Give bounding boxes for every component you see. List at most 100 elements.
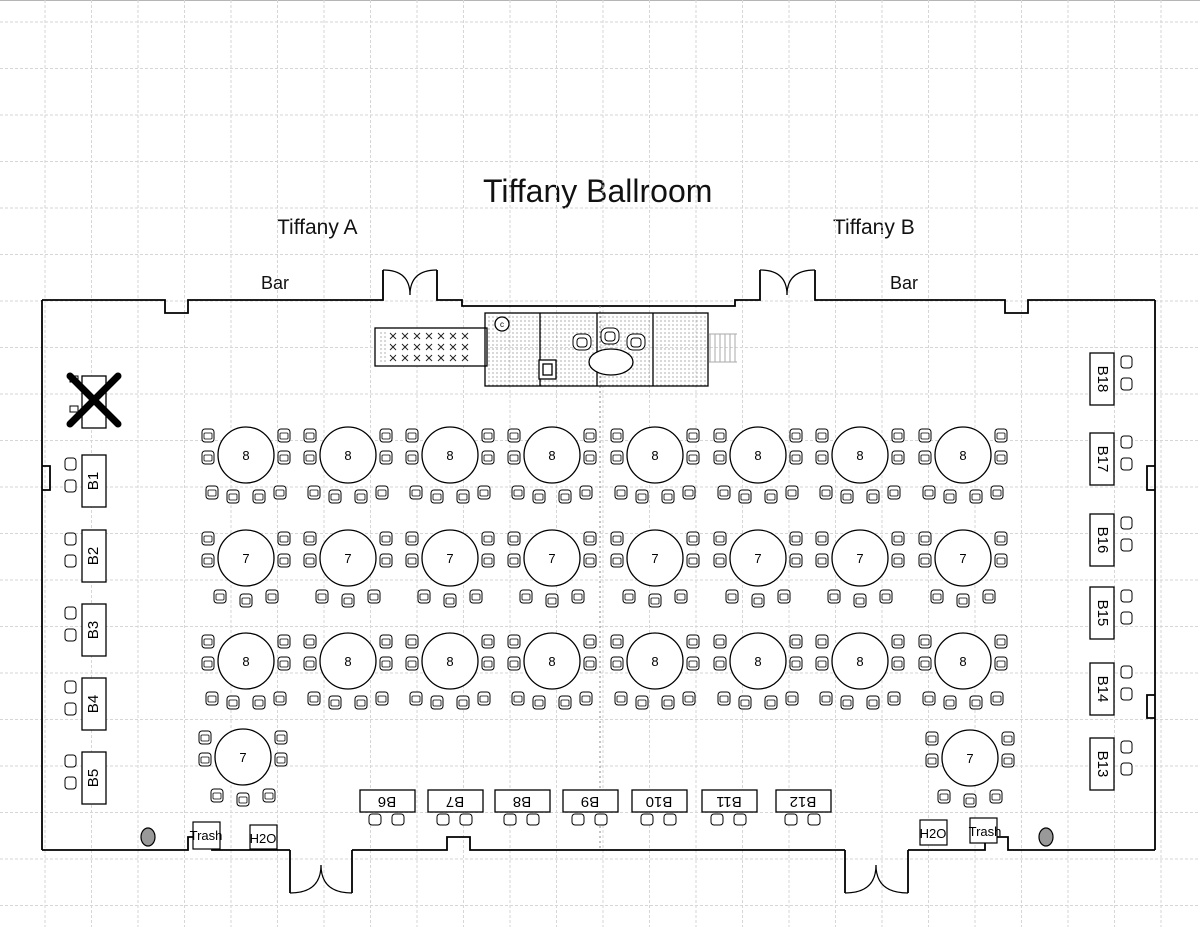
round-table: 8 <box>713 426 803 504</box>
booth-b8: B8 <box>494 789 551 826</box>
water-right <box>919 819 948 846</box>
booth-b7: B7 <box>427 789 484 826</box>
page-title: Tiffany Ballroom <box>483 173 713 209</box>
stage-steps <box>709 333 737 363</box>
table-seat-count: 8 <box>754 654 761 669</box>
booth-b9: B9 <box>562 789 619 826</box>
table-seat-count: 7 <box>239 750 246 765</box>
round-table: 8 <box>201 632 291 710</box>
table-seat-count: 8 <box>651 654 658 669</box>
booth-b13: B13 <box>1089 737 1133 791</box>
svg-text:B13: B13 <box>1094 751 1111 778</box>
svg-text:B17: B17 <box>1094 446 1111 473</box>
table-seat-count: 8 <box>754 448 761 463</box>
booth-b5: B5 <box>64 751 107 805</box>
round-table: 8 <box>918 632 1008 710</box>
stage-clock <box>494 316 510 332</box>
booth-b1: B1 <box>64 454 107 508</box>
booth-b3: B3 <box>64 603 107 657</box>
svg-text:B2: B2 <box>85 547 102 565</box>
table-seat-count: 7 <box>966 751 973 766</box>
table-seat-count: 7 <box>754 551 761 566</box>
booth-b17: B17 <box>1089 432 1133 486</box>
round-table: 7 <box>918 529 1008 608</box>
table-seat-count: 7 <box>856 551 863 566</box>
stations: Trash H2O H2O Trash <box>140 817 1054 850</box>
round-table: 8 <box>610 426 700 504</box>
table-seat-count: 8 <box>856 448 863 463</box>
trash-left-label: Trash <box>190 828 223 843</box>
table-seat-count: 8 <box>344 448 351 463</box>
svg-text:B10: B10 <box>646 793 673 810</box>
round-table: 7 <box>201 529 291 608</box>
svg-text:B8: B8 <box>513 793 531 810</box>
svg-text:B16: B16 <box>1094 527 1111 554</box>
table-seat-count: 8 <box>242 654 249 669</box>
table-seat-count: 8 <box>651 448 658 463</box>
svg-text:B14: B14 <box>1094 676 1111 703</box>
table-seat-count: 8 <box>959 654 966 669</box>
round-table: 8 <box>201 426 291 504</box>
trash-left <box>192 821 221 850</box>
water-right-label: H2O <box>920 826 947 841</box>
round-table: 7 <box>713 529 803 608</box>
table-seat-count: 8 <box>446 448 453 463</box>
booth-b6: B6 <box>359 789 416 826</box>
section-label-tiffany-a: Tiffany A <box>277 216 358 239</box>
svg-text:B15: B15 <box>1094 600 1111 627</box>
table-seat-count: 8 <box>344 654 351 669</box>
round-table: 8 <box>918 426 1008 504</box>
bar-label-right: Bar <box>890 273 919 293</box>
booth-b4: B4 <box>64 677 107 731</box>
round-table: 7 <box>507 529 597 608</box>
water-left-label: H2O <box>250 831 277 846</box>
booth-b2: B2 <box>64 529 107 583</box>
round-table: 8 <box>303 426 393 504</box>
table-seat-count: 7 <box>446 551 453 566</box>
table-seat-count: 7 <box>242 551 249 566</box>
booth-b15: B15 <box>1089 586 1133 640</box>
round-table: 7 <box>405 529 495 608</box>
svg-text:B6: B6 <box>378 793 396 810</box>
round-table: 7 <box>303 529 393 608</box>
round-table: 8 <box>405 426 495 504</box>
round-table: 8 <box>713 632 803 710</box>
round-table: 8 <box>610 632 700 710</box>
svg-text:B7: B7 <box>446 793 464 810</box>
round-table: 8 <box>815 632 905 710</box>
table-seat-count: 8 <box>446 654 453 669</box>
table-seat-count: 7 <box>959 551 966 566</box>
round-table: 8 <box>507 632 597 710</box>
round-table: 8 <box>405 632 495 710</box>
svg-text:B3: B3 <box>85 621 102 639</box>
table-seat-count: 8 <box>548 448 555 463</box>
round-table: 7 <box>925 729 1015 808</box>
table-seat-count: 8 <box>959 448 966 463</box>
booth-b12: B12 <box>775 789 832 826</box>
trash-right-label: Trash <box>969 824 1002 839</box>
table-seat-count: 7 <box>651 551 658 566</box>
svg-text:B1: B1 <box>85 472 102 490</box>
section-label-tiffany-b: Tiffany B <box>833 216 915 239</box>
pillar-right <box>1038 827 1054 847</box>
round-table: 7 <box>815 529 905 608</box>
removed-booth <box>66 372 122 429</box>
svg-text:B18: B18 <box>1094 366 1111 393</box>
stage-table <box>588 348 634 376</box>
svg-text:B5: B5 <box>85 769 102 787</box>
round-table: 8 <box>815 426 905 504</box>
booth-b16: B16 <box>1089 513 1133 567</box>
bar-label-left: Bar <box>261 273 290 293</box>
round-table: 8 <box>303 632 393 710</box>
table-seat-count: 7 <box>548 551 555 566</box>
round-table: 7 <box>198 728 288 807</box>
stage: c <box>374 312 737 387</box>
svg-text:B12: B12 <box>790 793 817 810</box>
booth-b10: B10 <box>631 789 688 826</box>
stage-clock-label: c <box>500 320 504 329</box>
trash-right <box>969 817 998 844</box>
